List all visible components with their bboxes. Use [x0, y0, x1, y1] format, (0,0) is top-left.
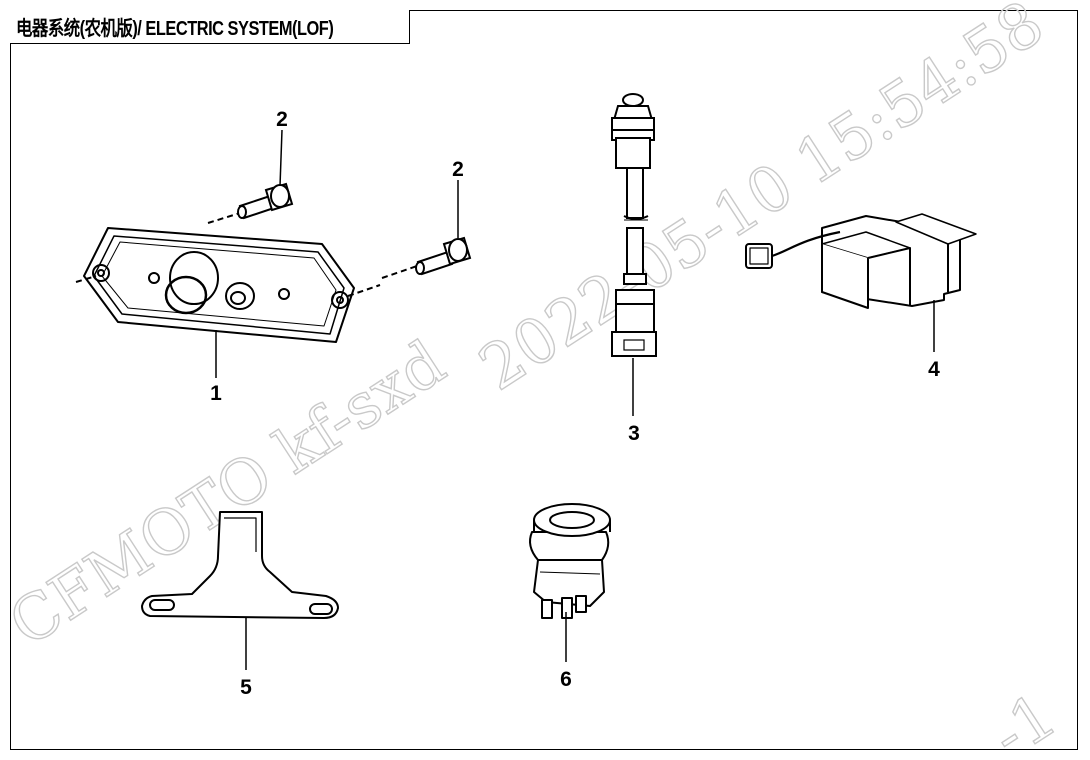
callout-3: 3 [628, 422, 640, 445]
callout-2b: 2 [452, 158, 464, 181]
leader-lines [215, 129, 935, 670]
callout-6: 6 [560, 668, 572, 691]
part-3-wire-harness [611, 93, 657, 357]
part-6-push-switch [529, 503, 611, 619]
callout-4: 4 [928, 358, 940, 381]
part-5-bracket [141, 511, 339, 619]
watermark-line2: 2022-05-10 15:54:58 [466, 0, 1056, 405]
part-2-bolt-lower [415, 236, 472, 276]
title-box: 电器系统(农机版)/ ELECTRIC SYSTEM(LOF) [10, 10, 410, 44]
drawing-frame [10, 10, 1078, 750]
callout-2a: 2 [276, 108, 288, 131]
callouts: 2 2 1 3 4 5 6 [210, 108, 940, 699]
watermark-corner: -1 [978, 678, 1068, 760]
part-4-relay-module [745, 213, 977, 309]
callout-5: 5 [240, 676, 252, 699]
part-1-lamp-housing [75, 212, 421, 343]
page-title: 电器系统(农机版)/ ELECTRIC SYSTEM(LOF) [16, 18, 334, 40]
part-2-bolt-upper [237, 182, 294, 220]
callout-1: 1 [210, 382, 222, 405]
